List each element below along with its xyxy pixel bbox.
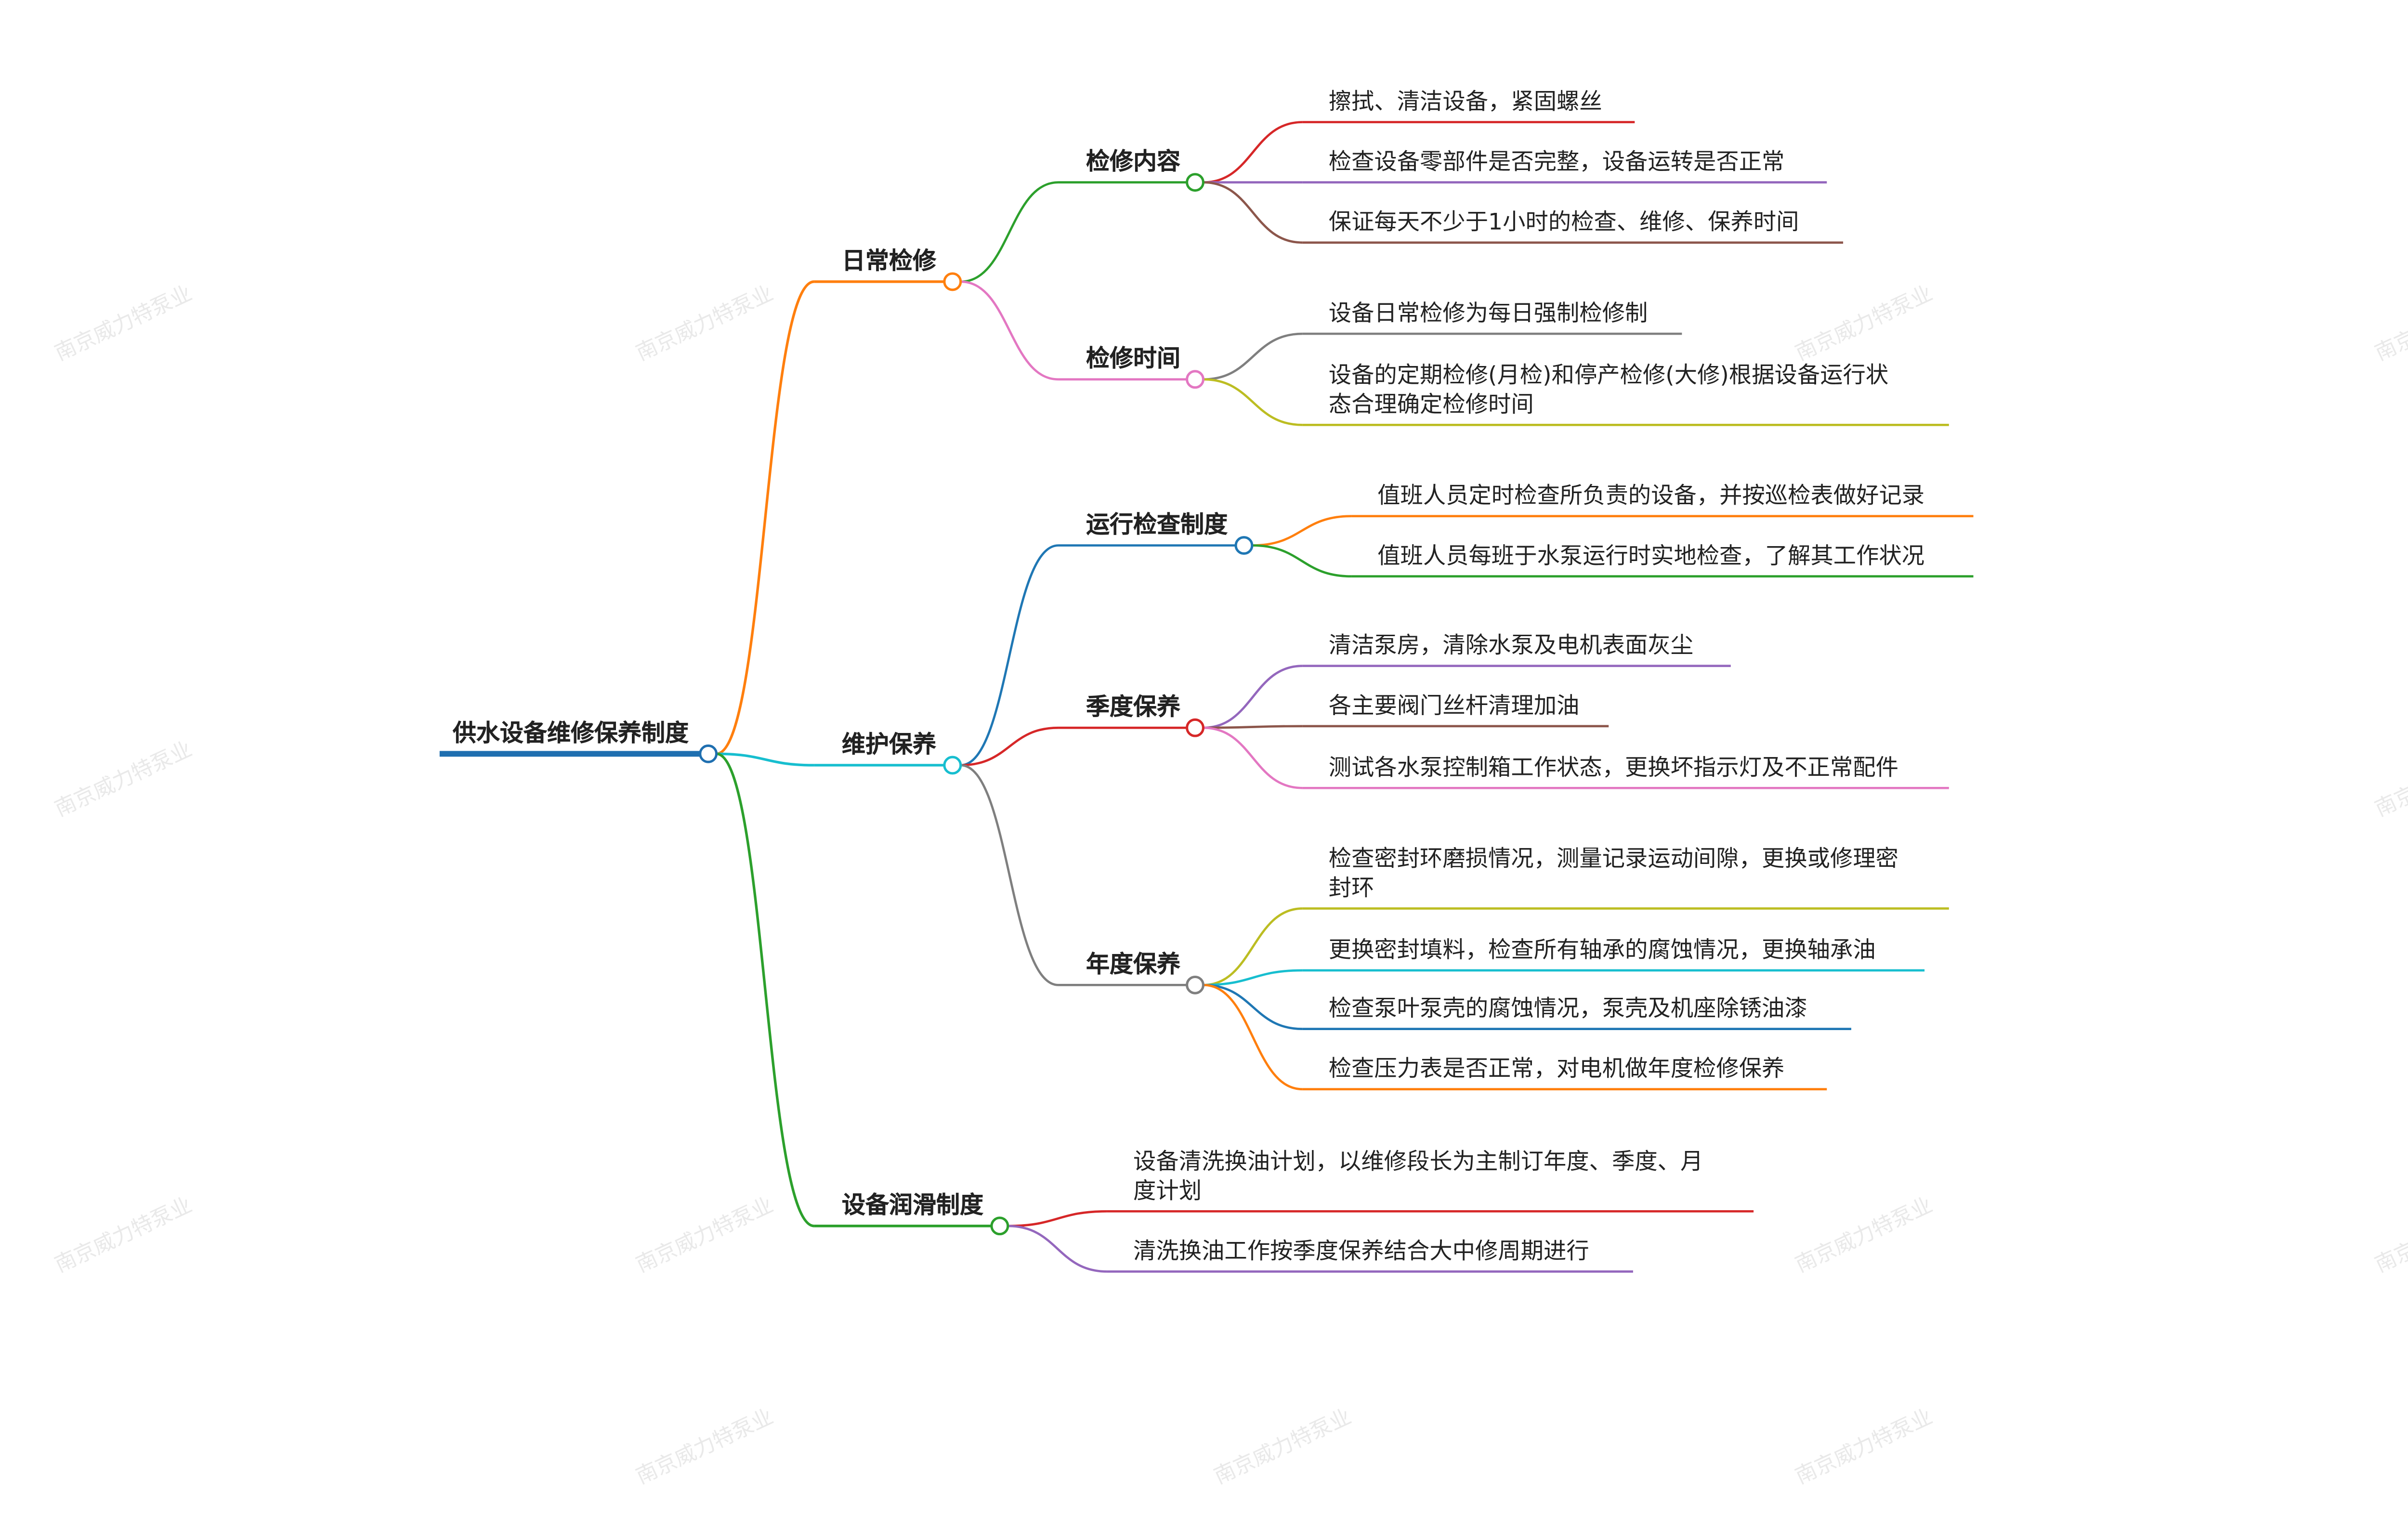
leaf-node[interactable]: 检查压力表是否正常，对电机做年度检修保养 <box>1329 1055 1785 1085</box>
connector-curve <box>960 726 1059 767</box>
connector-curve <box>1008 1210 1107 1228</box>
connector-curve <box>960 280 1059 381</box>
connector-curve <box>716 280 814 756</box>
leaf-node[interactable]: 检查设备零部件是否完整，设备运转是否正常 <box>1329 148 1785 178</box>
node-text-line: 测试各水泵控制箱工作状态，更换坏指示灯及不正常配件 <box>1328 755 1899 782</box>
node-text-line: 封环 <box>1328 876 1374 902</box>
subbranch-node[interactable]: 运行检查制度 <box>1086 512 1228 539</box>
connector-curve <box>960 544 1059 767</box>
node-text-line: 度计划 <box>1133 1178 1202 1205</box>
branch-node[interactable]: 维护保养 <box>841 732 936 759</box>
node-text-line: 值班人员定时检查所负责的设备，并按巡检表做好记录 <box>1377 484 1925 510</box>
connector-curve <box>1203 378 1303 426</box>
connector-curve <box>1008 1225 1107 1273</box>
node-text-line: 清洁泵房，清除水泵及电机表面灰尘 <box>1328 633 1694 660</box>
leaf-node[interactable]: 检查密封环磨损情况，测量记录运动间隙，更换或修理密封环 <box>1329 845 1898 904</box>
node-text-line: 设备的定期检修(月检)和停产检修(大修)根据设备运行状 <box>1328 363 1889 390</box>
connector-curve <box>1203 984 1303 1031</box>
connector-curve <box>1203 725 1303 729</box>
leaf-node[interactable]: 清洗换油工作按季度保养结合大中修周期进行 <box>1133 1237 1589 1267</box>
node-text-line: 更换密封填料，检查所有轴承的腐蚀情况，更换轴承油 <box>1328 938 1876 964</box>
node-text-line: 检查设备零部件是否完整，设备运转是否正常 <box>1328 150 1785 176</box>
subbranch-node[interactable]: 检修内容 <box>1086 150 1181 176</box>
connector-curve <box>1252 544 1352 578</box>
connector-curve <box>1203 332 1303 381</box>
leaf-node[interactable]: 清洁泵房，清除水泵及电机表面灰尘 <box>1329 632 1693 661</box>
leaf-node[interactable]: 更换密封填料，检查所有轴承的腐蚀情况，更换轴承油 <box>1329 936 1876 966</box>
node-text-line: 各主要阀门丝杆清理加油 <box>1328 693 1580 720</box>
connector-curve <box>1203 121 1303 184</box>
node-text-line: 清洗换油工作按季度保养结合大中修周期进行 <box>1133 1239 1589 1265</box>
node-text-line: 设备日常检修为每日强制检修制 <box>1328 301 1648 327</box>
node-text-line: 擦拭、清洁设备，紧固螺丝 <box>1328 89 1602 116</box>
leaf-node[interactable]: 各主要阀门丝杆清理加油 <box>1329 692 1580 721</box>
node-text-line: 设备清洗换油计划，以维修段长为主制订年度、季度、月 <box>1133 1149 1703 1176</box>
node-text-line: 值班人员每班于水泵运行时实地检查，了解其工作状况 <box>1377 544 1925 570</box>
connector-curve <box>716 752 814 767</box>
connector-curve <box>1203 969 1303 986</box>
node-text-line: 态合理确定检修时间 <box>1328 392 1534 418</box>
leaf-node[interactable]: 值班人员每班于水泵运行时实地检查，了解其工作状况 <box>1377 542 1924 572</box>
root-node[interactable]: 供水设备维修保养制度 <box>452 721 689 747</box>
leaf-node[interactable]: 擦拭、清洁设备，紧固螺丝 <box>1329 88 1602 118</box>
subbranch-node[interactable]: 年度保养 <box>1086 952 1181 979</box>
leaf-node[interactable]: 设备的定期检修(月检)和停产检修(大修)根据设备运行状态合理确定检修时间 <box>1329 362 1889 420</box>
collapse-toggle[interactable] <box>1186 173 1204 192</box>
leaf-node[interactable]: 设备清洗换油计划，以维修段长为主制订年度、季度、月度计划 <box>1133 1148 1703 1206</box>
leaf-node[interactable]: 测试各水泵控制箱工作状态，更换坏指示灯及不正常配件 <box>1329 754 1898 783</box>
connector-curve <box>960 181 1059 283</box>
collapse-toggle[interactable] <box>990 1216 1009 1236</box>
collapse-toggle[interactable] <box>1234 536 1254 555</box>
connector-curve <box>960 764 1059 986</box>
collapse-toggle[interactable] <box>1186 370 1204 389</box>
branch-node[interactable]: 设备润滑制度 <box>841 1193 984 1220</box>
leaf-node[interactable]: 检查泵叶泵壳的腐蚀情况，泵壳及机座除锈油漆 <box>1329 995 1807 1024</box>
node-text-line: 检查压力表是否正常，对电机做年度检修保养 <box>1328 1057 1785 1083</box>
subbranch-node[interactable]: 检修时间 <box>1086 347 1181 373</box>
subbranch-node[interactable]: 季度保养 <box>1086 695 1181 721</box>
node-text-line: 检查密封环磨损情况，测量记录运动间隙，更换或修理密 <box>1328 847 1899 873</box>
branch-node[interactable]: 日常检修 <box>841 249 936 275</box>
collapse-toggle[interactable] <box>943 756 962 775</box>
connector-curve <box>1203 181 1303 244</box>
connector-curve <box>1203 665 1303 729</box>
connector-curve <box>716 752 814 1228</box>
leaf-node[interactable]: 保证每天不少于1小时的检查、维修、保养时间 <box>1329 209 1799 238</box>
connector-curve <box>1203 907 1303 986</box>
collapse-toggle[interactable] <box>943 272 962 291</box>
node-text-line: 保证每天不少于1小时的检查、维修、保养时间 <box>1328 210 1799 236</box>
leaf-node[interactable]: 值班人员定时检查所负责的设备，并按巡检表做好记录 <box>1377 482 1924 511</box>
connector-curve <box>1203 726 1303 789</box>
connector-curve <box>1203 984 1303 1091</box>
leaf-node[interactable]: 设备日常检修为每日强制检修制 <box>1329 300 1648 329</box>
connector-curve <box>1252 515 1352 547</box>
node-text-line: 检查泵叶泵壳的腐蚀情况，泵壳及机座除锈油漆 <box>1328 996 1807 1023</box>
collapse-toggle[interactable] <box>1186 718 1204 737</box>
collapse-toggle[interactable] <box>1186 975 1204 994</box>
collapse-toggle[interactable] <box>699 744 718 763</box>
